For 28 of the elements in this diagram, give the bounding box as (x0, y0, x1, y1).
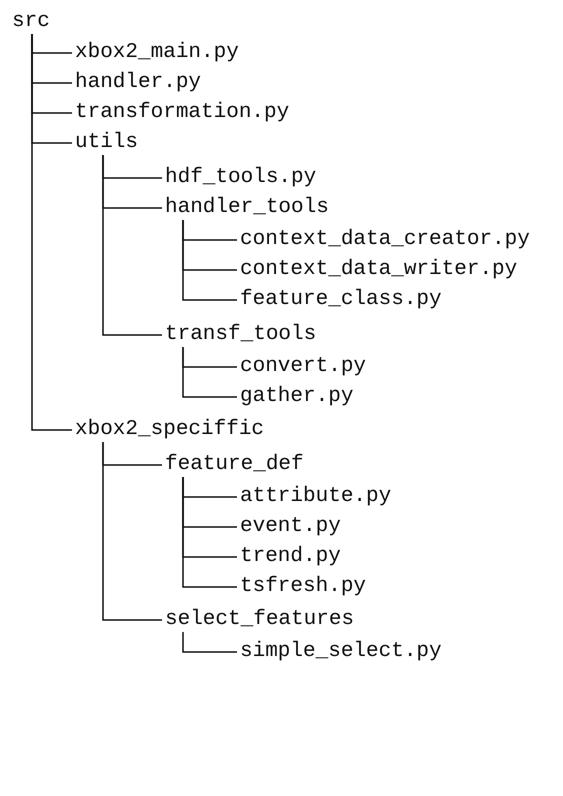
file-name: context_data_creator.py (240, 228, 530, 252)
file-name: simple_select.py (240, 640, 442, 664)
file-name: context_data_writer.py (240, 258, 518, 282)
file-name: handler.py (75, 71, 202, 95)
folder-name: select_features (165, 608, 354, 632)
tree-branch-line (182, 477, 237, 588)
tree-branch-line (182, 220, 237, 301)
file-name: tsfresh.py (240, 575, 366, 599)
file-name: hdf_tools.py (165, 166, 316, 190)
file-name: xbox2_main.py (75, 41, 239, 65)
file-name: gather.py (240, 385, 354, 409)
file-name: event.py (240, 515, 341, 539)
folder-name: handler_tools (165, 196, 329, 220)
tree-branch-line (102, 442, 162, 621)
folder-name: transf_tools (165, 323, 316, 347)
folder-name: src (12, 10, 50, 34)
file-name: transformation.py (75, 101, 290, 125)
file-name: feature_class.py (240, 288, 442, 312)
file-name: attribute.py (240, 485, 392, 509)
file-name: trend.py (240, 545, 341, 569)
tree-branch-line (182, 347, 237, 398)
folder-name: feature_def (165, 453, 304, 477)
tree-branch-line (102, 155, 162, 336)
folder-name: xbox2_speciffic (75, 418, 264, 442)
tree-branch-line (182, 632, 237, 653)
tree-branch-line (31, 34, 72, 431)
file-name: convert.py (240, 355, 366, 379)
folder-name: utils (75, 131, 138, 155)
